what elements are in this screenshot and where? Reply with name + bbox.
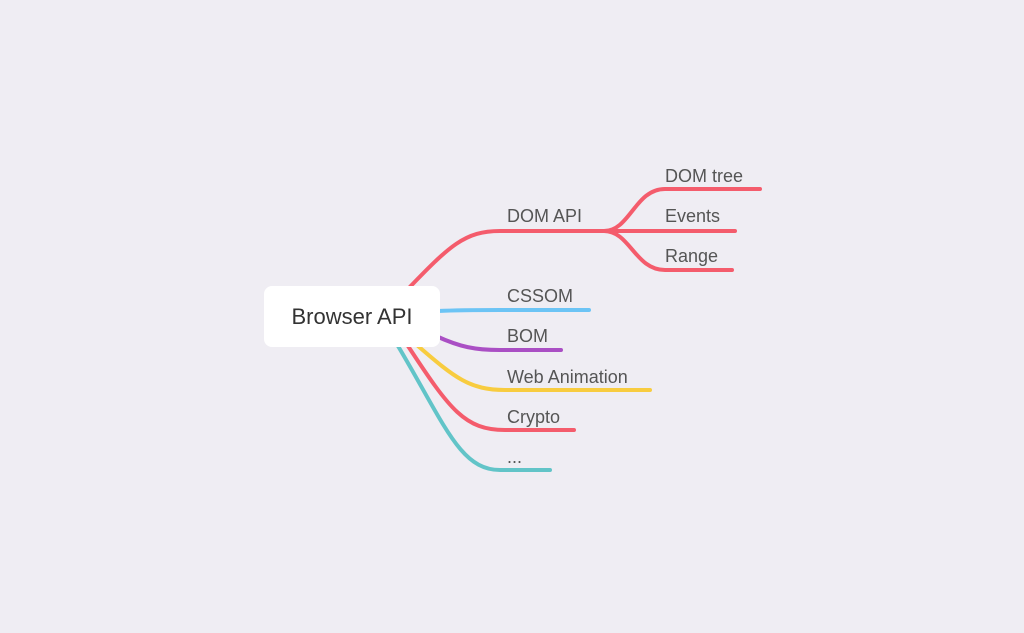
root-label: Browser API xyxy=(291,303,413,329)
link-web-animation xyxy=(416,344,652,392)
link-range xyxy=(602,229,734,272)
node-cssom[interactable]: CSSOM xyxy=(507,286,574,306)
node-web-animation[interactable]: Web Animation xyxy=(507,367,628,387)
link-cssom xyxy=(436,308,591,313)
node-more[interactable]: ... xyxy=(507,447,523,467)
node-crypto[interactable]: Crypto xyxy=(507,407,561,427)
link-more xyxy=(396,344,552,472)
node-dom-api[interactable]: DOM API xyxy=(507,206,583,226)
node-events[interactable]: Events xyxy=(665,206,721,226)
node-dom-tree[interactable]: DOM tree xyxy=(665,166,744,186)
node-range[interactable]: Range xyxy=(665,246,719,266)
root-node[interactable]: Browser API xyxy=(264,286,440,347)
node-bom[interactable]: BOM xyxy=(507,326,549,346)
link-dom-api xyxy=(403,229,610,294)
link-bom xyxy=(434,334,563,352)
link-crypto xyxy=(406,344,576,432)
